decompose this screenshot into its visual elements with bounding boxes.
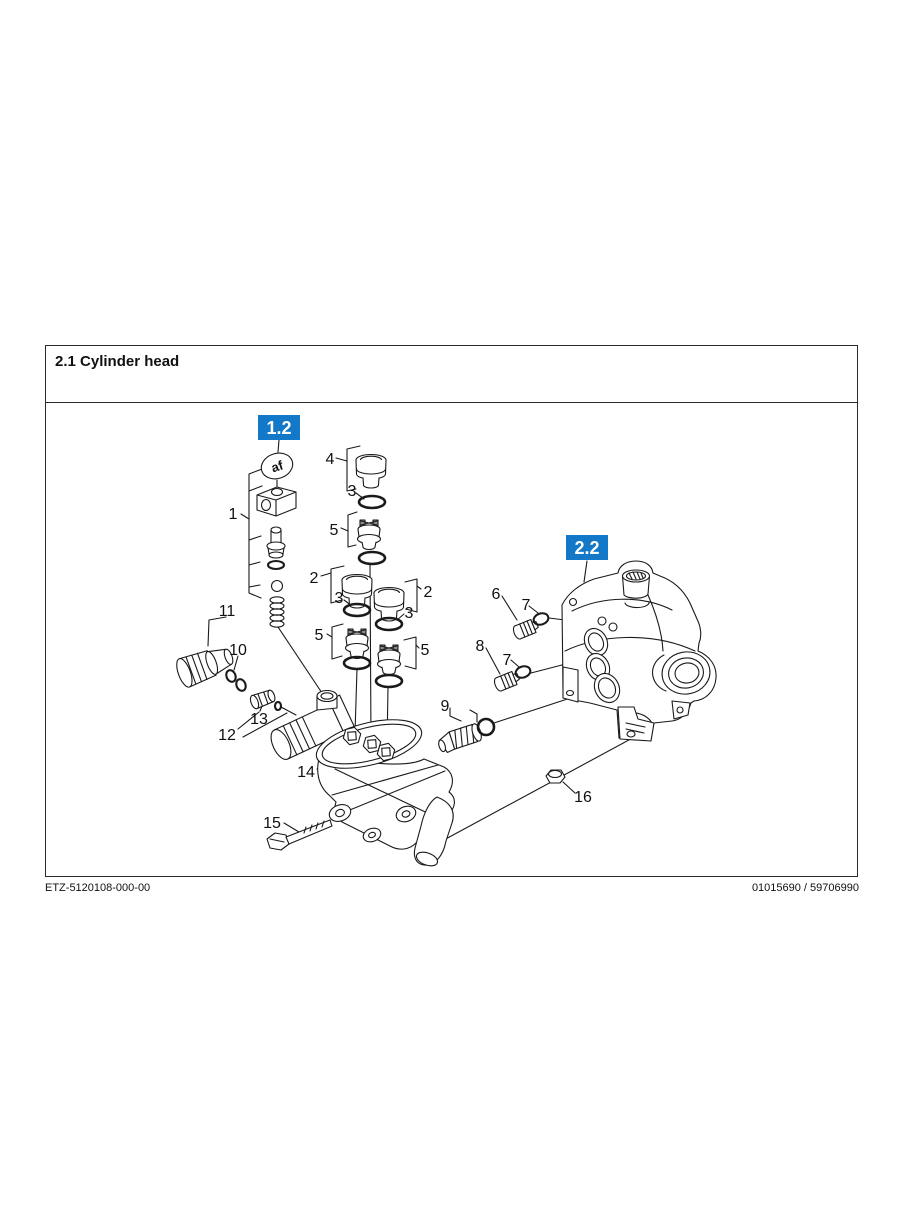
part-14-pump-housing xyxy=(270,689,455,867)
callout-7a: 7 xyxy=(522,597,531,614)
callout-12: 12 xyxy=(218,727,236,744)
callout-8: 8 xyxy=(476,638,485,655)
part-10-o-rings xyxy=(225,669,247,692)
part-9-valve-cartridge xyxy=(438,723,482,754)
o-ring-13 xyxy=(273,700,283,712)
top-port xyxy=(316,689,338,711)
part-16-hex-nut xyxy=(545,769,566,784)
head-mounting-feet xyxy=(562,666,691,742)
part-4-valve xyxy=(355,453,387,489)
section-header: 2.1 Cylinder head xyxy=(46,346,857,403)
o-ring-9 xyxy=(476,717,496,737)
callout-1: 1 xyxy=(229,506,238,523)
marker-af-label: af xyxy=(269,457,285,475)
part-13-fitting xyxy=(249,689,276,710)
callout-7b: 7 xyxy=(503,652,512,669)
valve-port-hexes xyxy=(342,726,396,762)
diagram-area: af 1.2 2.2 1 4 3 5 2 3 xyxy=(46,403,857,876)
o-ring-5b xyxy=(342,655,372,671)
section-title: 2.1 Cylinder head xyxy=(55,353,180,370)
spring xyxy=(269,596,285,628)
head-side-port xyxy=(651,651,711,695)
callout-16: 16 xyxy=(574,789,592,806)
part-6-plug xyxy=(511,617,541,641)
callout-3b: 3 xyxy=(335,590,344,607)
o-ring-small xyxy=(266,559,286,571)
o-ring-7a xyxy=(532,612,550,626)
part-1-assembly xyxy=(256,486,297,628)
callout-4: 4 xyxy=(326,451,335,468)
callout-6: 6 xyxy=(492,586,501,603)
o-ring-3a xyxy=(357,494,387,510)
head-top-boss xyxy=(621,569,651,609)
callout-labels: 1 4 3 5 2 3 2 3 5 5 11 10 13 12 14 15 6 xyxy=(218,451,592,832)
outlet-pipe xyxy=(413,796,454,867)
footer-part-numbers: 01015690 / 59706990 xyxy=(751,882,859,894)
valve-plunger xyxy=(266,526,286,559)
callout-9: 9 xyxy=(441,698,450,715)
o-ring-3b xyxy=(342,602,372,618)
callout-13: 13 xyxy=(250,711,268,728)
part-5-valve-right xyxy=(376,644,402,676)
o-ring-5c xyxy=(374,673,404,689)
callout-14: 14 xyxy=(297,764,315,781)
o-ring-7b xyxy=(514,665,532,679)
part-5-valve-left xyxy=(344,628,370,660)
section-ref-1-2-label[interactable]: 1.2 xyxy=(266,418,291,438)
o-ring-5a xyxy=(357,550,387,566)
head-bores xyxy=(568,597,621,704)
callout-2b: 2 xyxy=(424,584,433,601)
section-ref-2-2-label[interactable]: 2.2 xyxy=(574,538,599,558)
o-ring-3c xyxy=(374,616,404,632)
check-ball xyxy=(270,579,284,593)
callout-11: 11 xyxy=(219,603,236,620)
callout-15: 15 xyxy=(263,815,281,832)
callout-5b: 5 xyxy=(315,627,324,644)
footer-doc-number: ETZ-5120108-000-00 xyxy=(45,882,151,894)
callout-3a: 3 xyxy=(348,483,357,500)
part-5-valve-a xyxy=(356,519,382,551)
section-frame: 2.1 Cylinder head xyxy=(45,345,858,877)
section-ref-2-2[interactable]: 2.2 xyxy=(566,535,608,560)
exploded-diagram: af 1.2 2.2 1 4 3 5 2 3 xyxy=(176,415,717,867)
callout-3c: 3 xyxy=(405,605,414,622)
callout-10: 10 xyxy=(229,642,247,659)
section-ref-1-2[interactable]: 1.2 xyxy=(258,415,300,440)
mount-bosses xyxy=(328,804,417,843)
callout-2a: 2 xyxy=(310,570,319,587)
callout-5c: 5 xyxy=(421,642,430,659)
cylinder-head-housing xyxy=(561,560,717,742)
part-15-hex-bolt xyxy=(266,819,333,851)
marker-af: af xyxy=(260,452,294,480)
part-2-valve-right xyxy=(373,586,405,622)
callout-5a: 5 xyxy=(330,522,339,539)
part-11-fitting xyxy=(176,648,234,688)
